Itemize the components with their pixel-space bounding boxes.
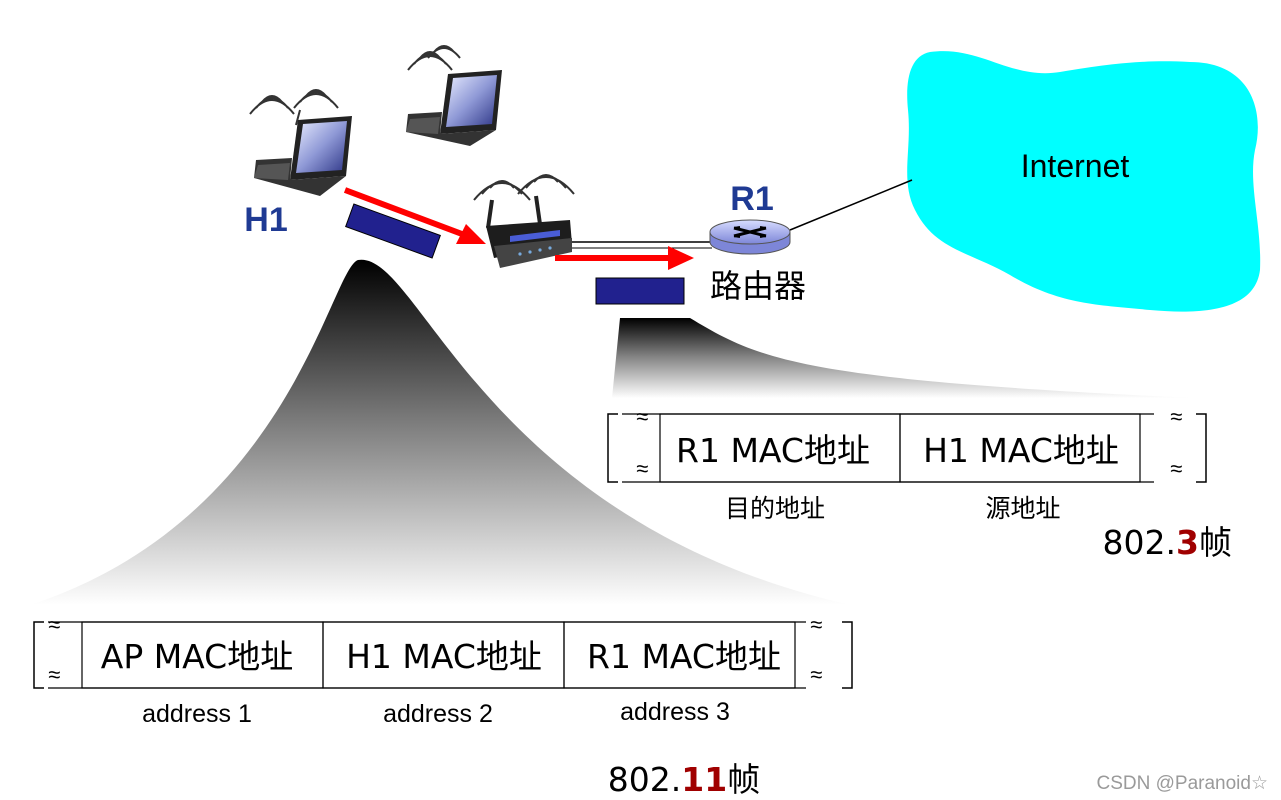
frame-8023-field-1: R1 MAC地址 — [676, 431, 870, 470]
frame-8023-name: 802.3帧 — [1103, 523, 1232, 562]
frame-80211-field-1: AP MAC地址 — [101, 637, 293, 676]
host-label-h1: H1 — [244, 201, 287, 239]
frame-80211-name-highlight: 11 — [681, 760, 727, 799]
frame-8023-name-suffix: 帧 — [1199, 523, 1232, 562]
internet-cloud — [907, 51, 1261, 312]
arrow-ap-to-router-head — [668, 246, 694, 270]
magnify-cone-80211 — [30, 259, 850, 605]
frame-8023-name-prefix: 802. — [1103, 523, 1176, 562]
frame-8023: ≈ ≈ ≈ ≈ R1 MAC地址 H1 MAC地址 目的地址 源地址 802.3… — [607, 404, 1232, 562]
frame-8023-name-highlight: 3 — [1176, 523, 1199, 562]
internet-label: Internet — [1021, 148, 1130, 184]
break-mark: ≈ — [1170, 404, 1182, 429]
frame-80211-caption-2: address 2 — [383, 700, 493, 728]
router-internet-link — [789, 179, 913, 231]
laptop-h1-icon — [249, 89, 352, 196]
break-mark: ≈ — [1170, 456, 1182, 481]
frame-80211-caption-3: address 3 — [620, 698, 730, 726]
break-mark: ≈ — [48, 612, 60, 637]
frame-80211-name: 802.11帧 — [608, 760, 760, 799]
laptop-icon — [406, 45, 502, 146]
break-mark: ≈ — [636, 404, 648, 429]
router-label-r1: R1 — [730, 180, 773, 218]
frame-80211-name-prefix: 802. — [608, 760, 681, 799]
frame-80211: ≈ ≈ ≈ ≈ AP MAC地址 H1 MAC地址 R1 MAC地址 addre… — [33, 612, 853, 799]
frame-8023-caption-2: 源地址 — [985, 494, 1060, 523]
break-mark: ≈ — [636, 456, 648, 481]
access-point-icon — [473, 174, 575, 268]
break-mark: ≈ — [810, 662, 822, 687]
frame-8023-field-2: H1 MAC地址 — [923, 431, 1119, 470]
break-mark: ≈ — [810, 612, 822, 637]
watermark: CSDN @Paranoid☆ — [1097, 773, 1269, 794]
router-label-cn: 路由器 — [710, 267, 806, 305]
frame-80211-field-2: H1 MAC地址 — [346, 637, 542, 676]
frame-80211-field-3: R1 MAC地址 — [587, 637, 781, 676]
frame-80211-caption-1: address 1 — [142, 700, 252, 728]
frame-8023-caption-1: 目的地址 — [725, 494, 825, 523]
packet-80211 — [345, 203, 441, 259]
arrow-h1-to-ap-head — [456, 224, 486, 244]
frame-80211-name-suffix: 帧 — [727, 760, 760, 799]
router-icon — [709, 219, 791, 255]
packet-8023 — [595, 277, 685, 305]
arrow-h1-to-ap — [343, 187, 464, 237]
break-mark: ≈ — [48, 662, 60, 687]
magnify-cone-8023 — [612, 318, 1195, 398]
